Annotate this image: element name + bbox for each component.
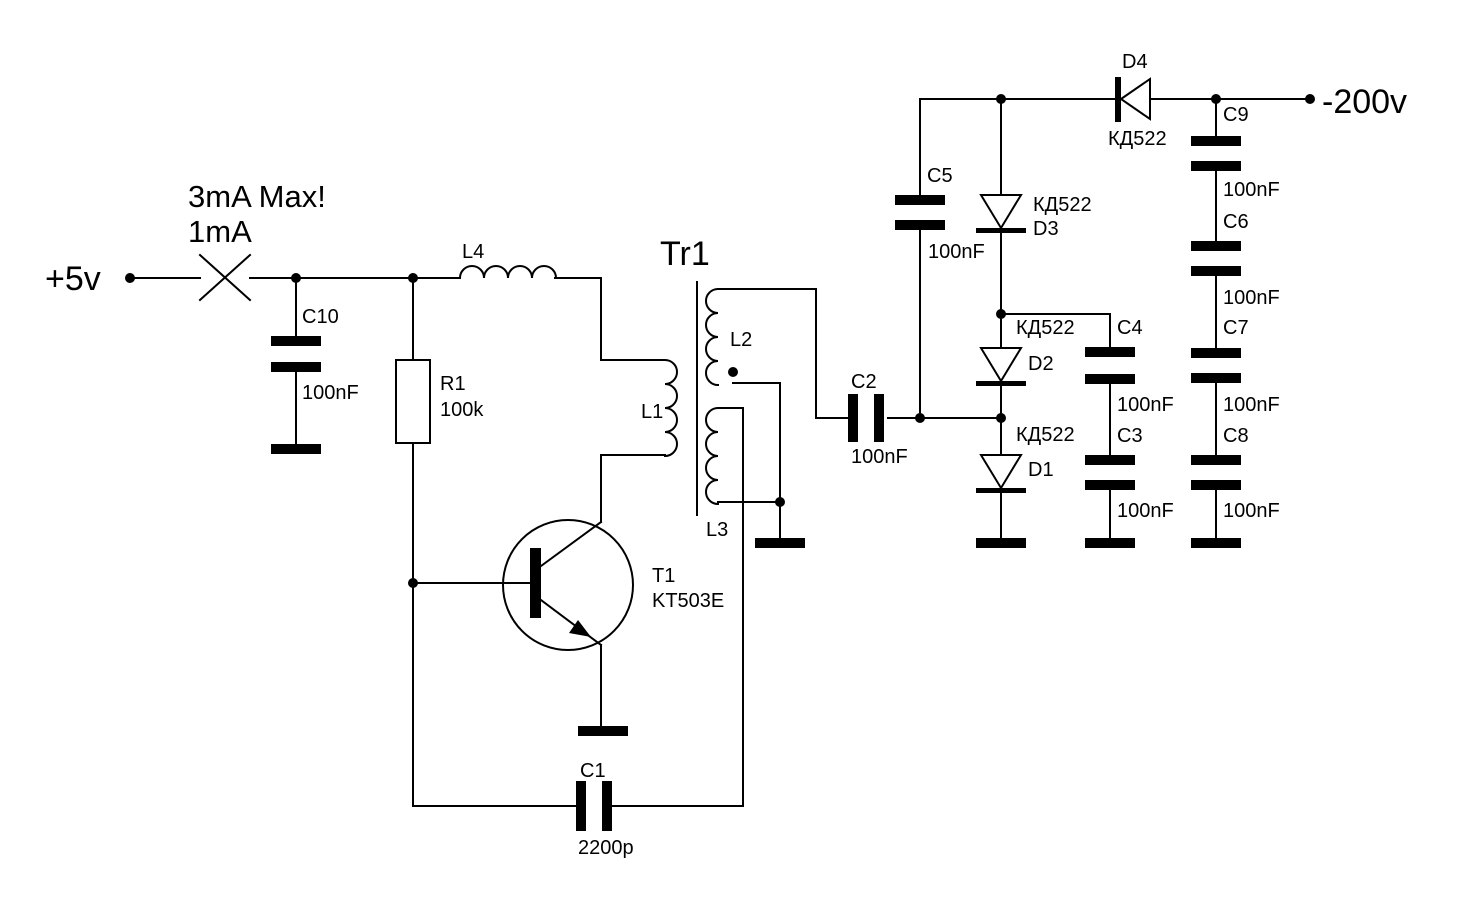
current-limit-note: 3mA Max! 1mA [188, 179, 326, 302]
d1-part: КД522 [1016, 424, 1075, 446]
c5-value: 100nF [928, 241, 985, 263]
capacitor-c3: C3 100nF [1085, 425, 1174, 522]
c10-value: 100nF [302, 382, 359, 404]
c2-name: C2 [851, 371, 877, 393]
c3-value: 100nF [1117, 500, 1174, 522]
c7-value: 100nF [1223, 394, 1280, 416]
capacitor-c1: C1 2200p [576, 760, 634, 859]
c9-name: C9 [1223, 104, 1249, 126]
capacitor-c8: C8 100nF [1191, 425, 1280, 522]
c4-value: 100nF [1117, 394, 1174, 416]
capacitor-c9: C9 100nF [1191, 104, 1280, 201]
diode-d1: КД522 D1 [976, 424, 1075, 493]
current-note-line2: 1mA [188, 214, 252, 249]
diode-d4: D4 КД522 [1108, 51, 1167, 150]
c3-name: C3 [1117, 425, 1143, 447]
c8-name: C8 [1223, 425, 1249, 447]
c2-value: 100nF [851, 446, 908, 468]
transformer-tr1: Tr1 L1 L2 L3 [641, 235, 752, 541]
d4-name: D4 [1122, 51, 1148, 73]
capacitor-c2: C2 100nF [848, 371, 908, 468]
c1-name: C1 [580, 760, 606, 782]
current-note-line1: 3mA Max! [188, 179, 326, 214]
transistor-t1: T1 KT503E [502, 519, 724, 651]
c4-name: C4 [1117, 317, 1143, 339]
wires [129, 98, 1311, 807]
c7-name: C7 [1223, 317, 1249, 339]
junction-dots [125, 94, 1315, 588]
capacitor-c4: C4 100nF [1085, 317, 1174, 416]
r1-name: R1 [440, 373, 466, 395]
output-voltage-label: -200v [1322, 83, 1407, 121]
tr1-name: Tr1 [660, 235, 710, 273]
c10-name: C10 [302, 306, 339, 328]
c9-value: 100nF [1223, 179, 1280, 201]
t1-part: KT503E [652, 590, 724, 612]
capacitor-c5: C5 100nF [895, 165, 985, 263]
l3-name: L3 [706, 519, 728, 541]
l2-name: L2 [730, 329, 752, 351]
capacitor-c7: C7 100nF [1191, 317, 1280, 416]
input-voltage-label: +5v [45, 260, 101, 298]
d2-name: D2 [1028, 353, 1054, 375]
l4-name: L4 [462, 241, 484, 263]
l1-name: L1 [641, 401, 663, 423]
inductor-l4: L4 [458, 241, 558, 280]
ground-symbols [271, 444, 1241, 736]
d1-name: D1 [1028, 459, 1054, 481]
d3-name: D3 [1033, 218, 1059, 240]
terminal-plus5v [125, 273, 135, 283]
capacitor-c6: C6 100nF [1191, 211, 1280, 309]
d3-part: КД522 [1033, 194, 1092, 216]
capacitor-c10: C10 100nF [271, 306, 359, 404]
winding-polarity-dot [728, 367, 738, 377]
c6-value: 100nF [1223, 287, 1280, 309]
c6-name: C6 [1223, 211, 1249, 233]
resistor-r1: R1 100k [395, 359, 484, 444]
diode-d2: КД522 D2 [976, 317, 1075, 386]
c1-value: 2200p [578, 837, 634, 859]
terminal-minus200v [1305, 94, 1315, 104]
d2-part: КД522 [1016, 317, 1075, 339]
t1-name: T1 [652, 565, 675, 587]
c5-name: C5 [927, 165, 953, 187]
c8-value: 100nF [1223, 500, 1280, 522]
diode-d3: КД522 D3 [976, 194, 1092, 240]
d4-part: КД522 [1108, 128, 1167, 150]
r1-value: 100k [440, 399, 484, 421]
